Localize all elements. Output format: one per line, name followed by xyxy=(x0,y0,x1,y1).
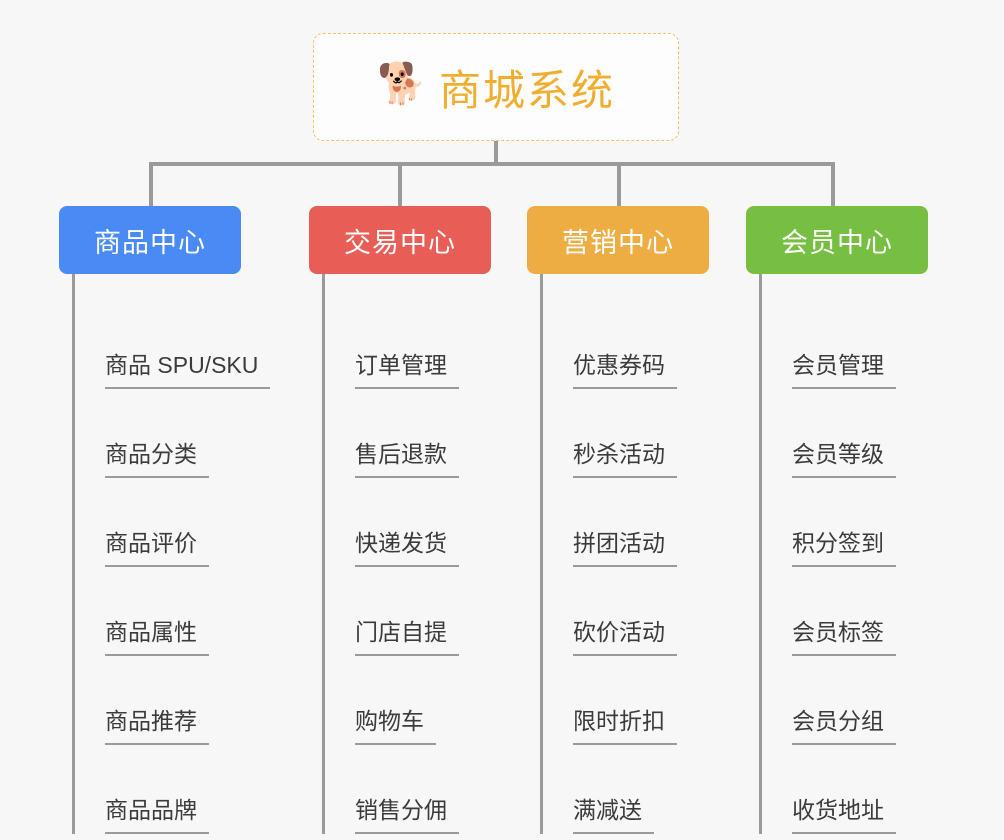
leaf-item-label: 商品 SPU/SKU xyxy=(105,352,271,389)
leaf-item[interactable]: 售后退款 xyxy=(325,389,491,478)
connector-root-stem xyxy=(494,141,498,164)
leaf-item[interactable]: 拼团活动 xyxy=(543,478,709,567)
connector-drop-3 xyxy=(617,162,621,206)
leaf-item[interactable]: 砍价活动 xyxy=(543,567,709,656)
leaf-item-label: 商品推荐 xyxy=(105,708,209,745)
leaf-item[interactable]: 秒杀活动 xyxy=(543,389,709,478)
leaf-item[interactable]: 积分签到 xyxy=(762,478,928,567)
shiba-dog-face-icon: 🐕 xyxy=(376,62,427,106)
leaf-item[interactable]: 商品评价 xyxy=(75,478,241,567)
leaf-item-label: 商品分类 xyxy=(105,441,209,478)
leaf-item-label: 秒杀活动 xyxy=(573,441,677,478)
category-header-label: 交易中心 xyxy=(344,227,456,258)
category-header-member[interactable]: 会员中心 xyxy=(746,206,928,274)
leaf-item[interactable]: 会员标签 xyxy=(762,567,928,656)
category-header-label: 商品中心 xyxy=(94,227,206,258)
leaf-item[interactable]: 收货地址 xyxy=(762,745,928,834)
root-node-title: 商城系统 xyxy=(438,66,615,114)
leaf-item[interactable]: 商品属性 xyxy=(75,567,241,656)
branch-column-trade: 交易中心 订单管理 售后退款 快递发货 门店自提 购物车 销售分佣 xyxy=(309,206,491,834)
leaf-item-label: 积分签到 xyxy=(792,530,896,567)
branch-column-product: 商品中心 商品 SPU/SKU 商品分类 商品评价 商品属性 商品推荐 商品品牌 xyxy=(59,206,271,834)
leaf-item[interactable]: 会员管理 xyxy=(762,300,928,389)
leaf-item[interactable]: 销售分佣 xyxy=(325,745,491,834)
connector-drop-2 xyxy=(398,162,402,206)
leaf-item-label: 快递发货 xyxy=(355,530,459,567)
category-header-label: 营销中心 xyxy=(562,227,674,258)
leaf-item[interactable]: 满减送 xyxy=(543,745,709,834)
category-header-marketing[interactable]: 营销中心 xyxy=(527,206,709,274)
leaf-item-label: 拼团活动 xyxy=(573,530,677,567)
leaf-item[interactable]: 会员等级 xyxy=(762,389,928,478)
leaf-item-label: 商品属性 xyxy=(105,619,209,656)
connector-horizontal-bus xyxy=(149,162,835,166)
leaf-list-trade: 订单管理 售后退款 快递发货 门店自提 购物车 销售分佣 xyxy=(322,274,491,834)
leaf-item[interactable]: 会员分组 xyxy=(762,656,928,745)
leaf-item[interactable]: 门店自提 xyxy=(325,567,491,656)
leaf-item-label: 会员等级 xyxy=(792,441,896,478)
leaf-item-label: 会员分组 xyxy=(792,708,896,745)
leaf-item[interactable]: 商品分类 xyxy=(75,389,241,478)
leaf-item-label: 优惠券码 xyxy=(573,352,677,389)
leaf-item-label: 销售分佣 xyxy=(355,797,459,834)
leaf-list-product: 商品 SPU/SKU 商品分类 商品评价 商品属性 商品推荐 商品品牌 xyxy=(72,274,271,834)
leaf-item-label: 门店自提 xyxy=(355,619,459,656)
leaf-item-label: 商品品牌 xyxy=(105,797,209,834)
category-header-label: 会员中心 xyxy=(781,227,893,258)
connector-drop-1 xyxy=(149,162,153,206)
leaf-item-label: 限时折扣 xyxy=(573,708,677,745)
leaf-item[interactable]: 优惠券码 xyxy=(543,300,709,389)
leaf-item-label: 收货地址 xyxy=(792,797,896,834)
leaf-item[interactable]: 订单管理 xyxy=(325,300,491,389)
category-header-trade[interactable]: 交易中心 xyxy=(309,206,491,274)
leaf-item[interactable]: 限时折扣 xyxy=(543,656,709,745)
leaf-item-label: 会员标签 xyxy=(792,619,896,656)
branch-column-marketing: 营销中心 优惠券码 秒杀活动 拼团活动 砍价活动 限时折扣 满减送 xyxy=(527,206,709,834)
leaf-item[interactable]: 快递发货 xyxy=(325,478,491,567)
connector-drop-4 xyxy=(831,162,835,206)
leaf-item-label: 砍价活动 xyxy=(573,619,677,656)
leaf-item[interactable]: 商品推荐 xyxy=(75,656,241,745)
leaf-item-label: 商品评价 xyxy=(105,530,209,567)
leaf-item[interactable]: 商品 SPU/SKU xyxy=(75,300,271,389)
leaf-list-marketing: 优惠券码 秒杀活动 拼团活动 砍价活动 限时折扣 满减送 xyxy=(540,274,709,834)
leaf-list-member: 会员管理 会员等级 积分签到 会员标签 会员分组 收货地址 xyxy=(759,274,928,834)
branch-column-member: 会员中心 会员管理 会员等级 积分签到 会员标签 会员分组 收货地址 xyxy=(746,206,928,834)
leaf-item-label: 售后退款 xyxy=(355,441,459,478)
leaf-item-label: 购物车 xyxy=(355,708,436,745)
category-header-product[interactable]: 商品中心 xyxy=(59,206,241,274)
leaf-item-label: 会员管理 xyxy=(792,352,896,389)
leaf-item[interactable]: 商品品牌 xyxy=(75,745,241,834)
leaf-item[interactable]: 购物车 xyxy=(325,656,491,745)
leaf-item-label: 订单管理 xyxy=(355,352,459,389)
leaf-item-label: 满减送 xyxy=(573,797,654,834)
root-node[interactable]: 🐕 商城系统 xyxy=(313,33,679,141)
